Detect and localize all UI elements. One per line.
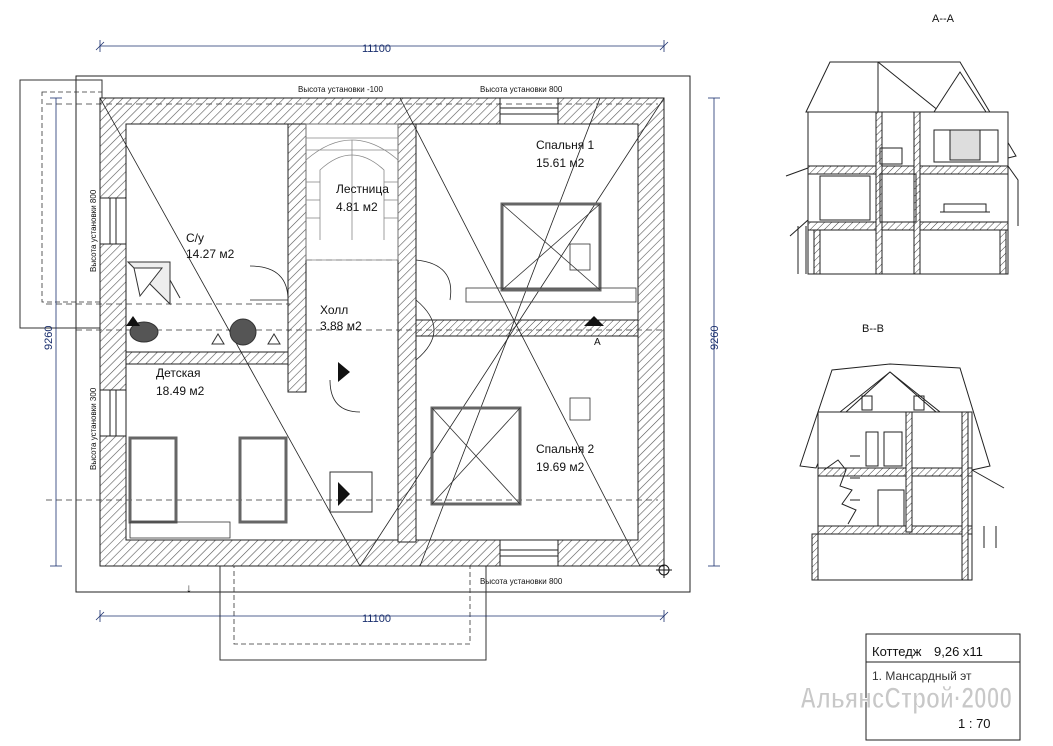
section-marker xyxy=(584,316,604,326)
room-hall-area: 3.88 м2 xyxy=(320,319,362,333)
mount-note-top-left: Высота установки -100 xyxy=(298,85,384,94)
doors xyxy=(249,259,452,413)
dimension-lines xyxy=(50,40,720,622)
title-block-scale: 1 : 70 xyxy=(958,716,991,731)
interior-wall xyxy=(397,123,417,543)
porch-outline xyxy=(219,559,487,661)
dimension-right: 9260 xyxy=(709,326,721,350)
section-bb-title: B--B xyxy=(862,323,884,335)
room-kids-name: Детская xyxy=(156,366,200,380)
mount-note-left-lower: Высота установки 300 xyxy=(89,387,98,470)
interior-wall xyxy=(415,319,639,337)
dimension-left: 9260 xyxy=(43,326,55,350)
room-bedroom1-area: 15.61 м2 xyxy=(536,156,585,170)
window xyxy=(99,197,127,245)
section-marker-label: A xyxy=(594,337,601,348)
title-block-sheet: 1. Мансардный эт xyxy=(872,669,972,683)
room-bathroom-area: 14.27 м2 xyxy=(186,247,235,261)
section-aa-title: A--A xyxy=(932,13,955,25)
title-block: Коттедж 9,26 х11 1. Мансардный эт Альянс… xyxy=(800,633,1021,741)
section-bb: B--B xyxy=(799,323,1005,581)
section-aa: A--A xyxy=(785,13,1019,275)
roof-line xyxy=(399,97,641,567)
room-hall-name: Холл xyxy=(320,303,348,317)
dimension-top: 11100 xyxy=(362,43,391,55)
room-bedroom2-name: Спальня 2 xyxy=(536,442,595,456)
watermark-logo: АльянсСтрой·2000 xyxy=(800,682,1012,715)
mount-note-left-upper: Высота установки 800 xyxy=(89,189,98,272)
direction-marker xyxy=(338,482,350,506)
roof-line xyxy=(359,97,665,567)
compass-icon xyxy=(656,562,672,578)
interior-wall xyxy=(287,123,307,393)
porch-dashed xyxy=(233,559,471,645)
window xyxy=(499,97,559,125)
title-block-size: 9,26 х11 xyxy=(934,644,983,659)
section-marker xyxy=(126,316,140,326)
roof-line xyxy=(419,97,601,567)
room-bedroom1-name: Спальня 1 xyxy=(536,138,595,152)
window xyxy=(499,539,559,567)
room-bedroom2-area: 19.69 м2 xyxy=(536,460,585,474)
title-block-project: Коттедж xyxy=(872,644,922,659)
room-staircase-area: 4.81 м2 xyxy=(336,200,378,214)
north-arrow-icon: ↓ xyxy=(186,581,192,595)
room-kids-area: 18.49 м2 xyxy=(156,384,205,398)
dimension-bottom: 11100 xyxy=(362,613,391,625)
room-bathroom-name: С/у xyxy=(186,231,204,245)
floor-plan: A С/у 14.27 м2 Лестница 4.81 м2 Спальня … xyxy=(19,40,721,661)
beds xyxy=(128,202,602,524)
bathroom-fixtures xyxy=(126,261,281,346)
interior-wall xyxy=(125,351,289,365)
mount-note-top-right: Высота установки 800 xyxy=(480,85,563,94)
staircase xyxy=(305,123,399,261)
plan-frame xyxy=(75,75,691,593)
window xyxy=(99,389,127,437)
mount-note-bottom: Высота установки 800 xyxy=(480,577,563,586)
room-staircase-name: Лестница xyxy=(336,182,389,196)
direction-marker xyxy=(338,362,350,382)
